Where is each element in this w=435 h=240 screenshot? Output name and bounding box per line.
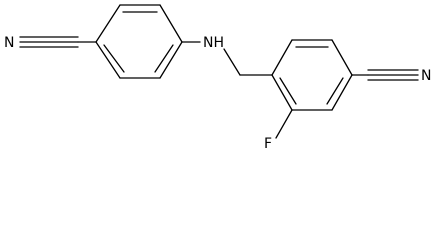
amine-to-methylene-bond bbox=[223, 48, 241, 76]
left-ring-inner-bond-right bbox=[154, 44, 174, 73]
left-ring-bond-1 bbox=[95, 4, 121, 43]
right-ring-inner-bond-left bbox=[279, 77, 297, 105]
right-ring-bond-6 bbox=[271, 74, 293, 111]
left-ring-bond-3 bbox=[159, 4, 183, 43]
left-ring-bond-4 bbox=[159, 41, 183, 79]
right-ring-bond-4 bbox=[331, 74, 353, 111]
right-ring-inner-bond-right bbox=[326, 77, 344, 105]
right-nitrile-group bbox=[351, 69, 419, 81]
right-ring-bond-1 bbox=[271, 39, 293, 76]
right-ring-bond-3 bbox=[331, 39, 353, 76]
ring-to-fluorine-bond bbox=[275, 109, 293, 139]
left-ring-bond-6 bbox=[95, 41, 121, 79]
left-ring-inner-bond-left bbox=[103, 44, 125, 73]
left-benzene-ring bbox=[95, 4, 183, 79]
left-nitrile-group bbox=[19, 36, 97, 48]
right-benzene-ring bbox=[271, 39, 353, 111]
amine-label: NH bbox=[203, 35, 224, 51]
left-nitrogen-label: N bbox=[4, 35, 14, 51]
right-nitrogen-label: N bbox=[421, 68, 431, 84]
chemical-structure: NH F N N bbox=[4, 4, 431, 150]
fluorine-label: F bbox=[264, 136, 272, 150]
